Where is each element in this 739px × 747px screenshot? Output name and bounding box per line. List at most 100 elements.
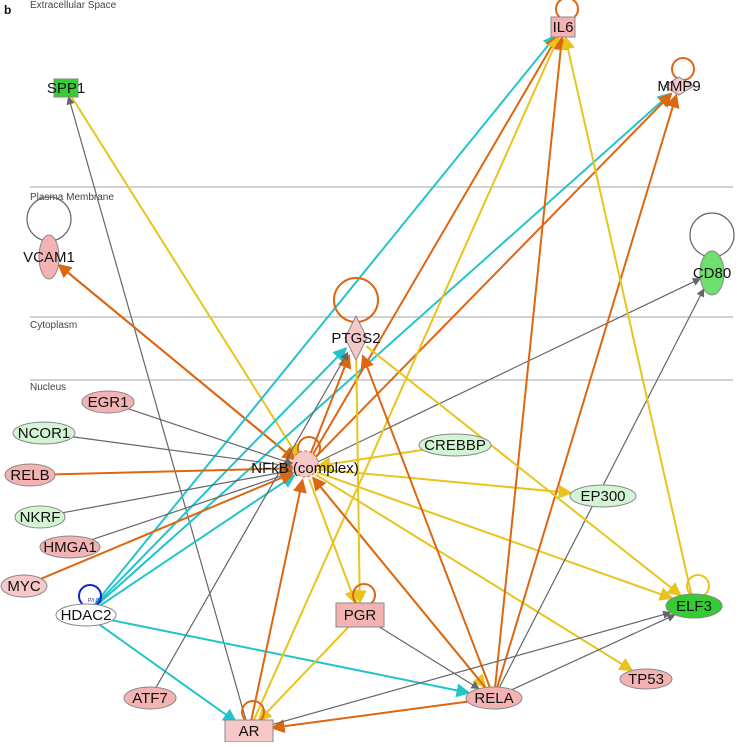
edge-elf3-to-il6 (561, 35, 693, 595)
node-label-hmga1: HMGA1 (43, 539, 96, 556)
layer-label-plasma-membrane: Plasma Membrane (30, 192, 114, 203)
node-label-mmp9: MMP9 (657, 78, 700, 95)
layer-label-cytoplasm: Cytoplasm (30, 320, 77, 331)
hdac2-loop-label: P/I (5) (88, 598, 102, 604)
node-hmga1[interactable]: HMGA1 (39, 535, 101, 559)
node-label-pgr: PGR (344, 607, 377, 624)
node-label-rela: RELA (474, 690, 513, 707)
node-shape-atf7 (123, 686, 177, 710)
node-label-elf3: ELF3 (676, 598, 712, 615)
node-rela[interactable]: RELA (465, 686, 523, 710)
edge-rela-to-ptgs2 (360, 354, 491, 688)
node-spp1[interactable]: SPP1 (47, 78, 85, 98)
node-nfkb[interactable]: NFkB (complex) (251, 450, 359, 478)
node-shape-il6 (550, 16, 576, 38)
node-label-ncor1: NCOR1 (18, 425, 71, 442)
edge-vcam1-to-nfkb (57, 263, 297, 461)
layer-label-nucleus: Nucleus (30, 382, 66, 393)
node-label-hdac2: HDAC2 (61, 607, 112, 624)
node-nkrf[interactable]: NKRF (14, 505, 66, 529)
node-shape-nkrf (14, 505, 66, 529)
edge-rela-to-il6 (494, 35, 568, 688)
node-label-nfkb: NFkB (complex) (251, 460, 359, 477)
self-loop-vcam1 (26, 196, 72, 242)
node-shape-tp53 (619, 668, 673, 690)
node-shape-spp1 (53, 78, 79, 98)
node-shape-egr1 (81, 390, 135, 414)
edge-nfkb-to-ptgs2 (308, 353, 352, 458)
node-label-ar: AR (239, 723, 260, 740)
edge-ar-to-spp1 (66, 95, 247, 721)
edge-ar-to-elf3 (269, 610, 672, 726)
edge-nfkb-to-il6 (310, 34, 559, 458)
node-shape-myc (0, 574, 48, 598)
node-shape-relb (4, 463, 56, 487)
node-label-atf7: ATF7 (132, 690, 168, 707)
node-pgr[interactable]: PGR (335, 602, 385, 628)
node-ep300[interactable]: EP300 (569, 484, 637, 508)
edge-pgr-to-ar (257, 625, 351, 722)
self-loop-cd80 (689, 212, 735, 258)
node-label-tp53: TP53 (628, 671, 664, 688)
edges (40, 34, 705, 734)
node-label-nkrf: NKRF (20, 509, 61, 526)
node-shape-ncor1 (12, 421, 76, 445)
layer-label-extracellular: Extracellular Space (30, 0, 117, 11)
edge-spp1-to-nfkb (70, 95, 300, 459)
edge-atf7-to-ptgs2 (155, 351, 349, 688)
node-label-relb: RELB (10, 467, 49, 484)
edge-egr1-to-nfkb (128, 408, 294, 466)
edge-nfkb-to-mmp9 (312, 92, 673, 460)
node-vcam1[interactable]: VCAM1 (23, 234, 75, 280)
node-label-spp1: SPP1 (47, 80, 85, 97)
edge-hdac2-to-mmp9 (96, 92, 672, 606)
edge-myc-to-nfkb (40, 471, 295, 580)
node-label-egr1: EGR1 (88, 394, 129, 411)
node-label-il6: IL6 (553, 19, 574, 36)
node-label-crebbp: CREBBP (424, 437, 486, 454)
node-shape-pgr (335, 602, 385, 628)
edge-nkrf-to-nfkb (62, 467, 294, 514)
node-cd80[interactable]: CD80 (693, 250, 731, 296)
node-shape-rela (465, 686, 523, 710)
node-relb[interactable]: RELB (4, 463, 56, 487)
node-hdac2[interactable]: HDAC2 (55, 603, 117, 627)
edge-ncor1-to-nfkb (72, 436, 293, 470)
edge-ptgs2-to-elf3 (365, 345, 682, 597)
edge-ar-to-nfkb (250, 478, 307, 721)
node-label-ep300: EP300 (580, 488, 625, 505)
edge-nfkb-to-elf3 (316, 471, 674, 601)
node-label-cd80: CD80 (693, 265, 731, 282)
edge-hdac2-to-il6 (93, 34, 558, 606)
node-shape-mmp9 (663, 76, 695, 96)
node-crebbp[interactable]: CREBBP (418, 433, 492, 457)
edge-hmga1-to-nfkb (91, 470, 294, 541)
node-shape-cd80 (699, 250, 725, 296)
node-ar[interactable]: AR (224, 719, 274, 743)
node-shape-ptgs2 (344, 314, 368, 362)
node-shape-vcam1 (38, 234, 60, 280)
node-il6[interactable]: IL6 (550, 16, 576, 38)
edge-hdac2-to-rela (112, 619, 471, 698)
node-label-ptgs2: PTGS2 (331, 330, 380, 347)
edge-nfkb-to-ep300 (317, 468, 573, 499)
node-elf3[interactable]: ELF3 (665, 593, 723, 619)
edge-hdac2-to-ar (99, 623, 238, 723)
edge-rela-to-ar (270, 700, 468, 734)
self-loop-mmp9 (671, 57, 695, 81)
node-tp53[interactable]: TP53 (619, 668, 673, 690)
node-egr1[interactable]: EGR1 (81, 390, 135, 414)
node-ncor1[interactable]: NCOR1 (12, 421, 76, 445)
node-ptgs2[interactable]: PTGS2 (331, 314, 381, 362)
node-shape-ep300 (569, 484, 637, 508)
edge-nfkb-to-pgr (308, 478, 358, 605)
edge-relb-to-nfkb (54, 461, 294, 476)
node-atf7[interactable]: ATF7 (123, 686, 177, 710)
node-myc[interactable]: MYC (0, 574, 48, 598)
node-shape-hdac2 (55, 603, 117, 627)
node-shape-nfkb (291, 450, 319, 478)
node-mmp9[interactable]: MMP9 (657, 76, 701, 96)
